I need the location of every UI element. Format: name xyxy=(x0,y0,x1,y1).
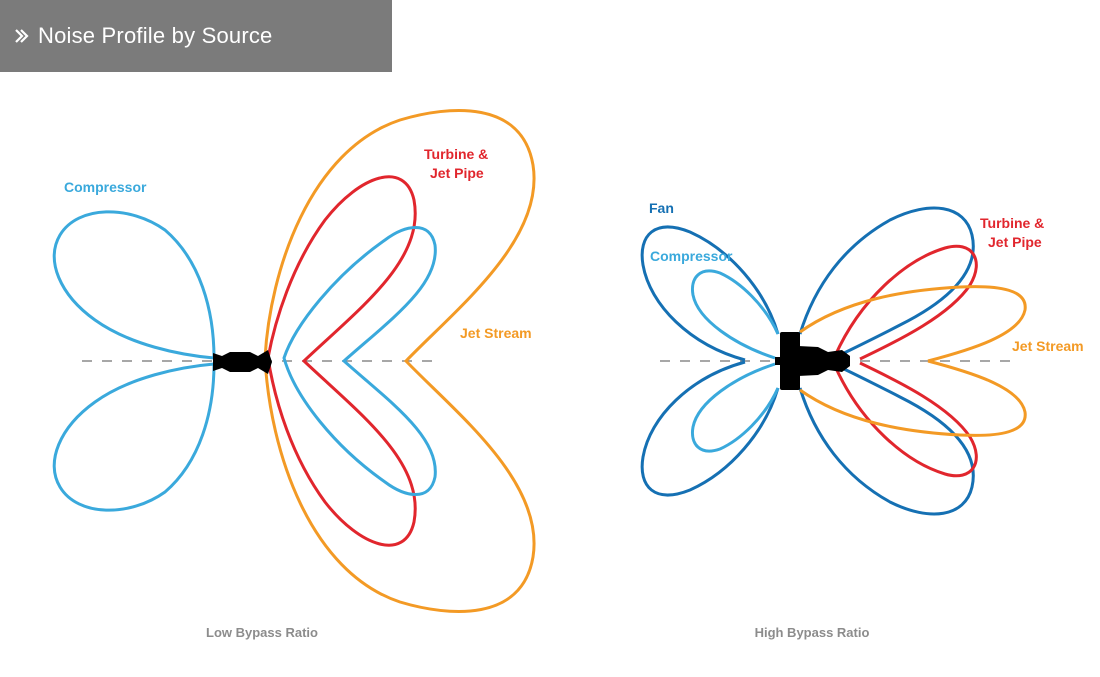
low-turbine-label-line2: Jet Pipe xyxy=(430,165,484,181)
high-turbine-label-line2: Jet Pipe xyxy=(988,234,1042,250)
high-fan-rear-lobe-upper xyxy=(798,206,975,358)
title-bar: Noise Profile by Source xyxy=(0,0,392,72)
high-fan-rear-lobe-lower xyxy=(798,364,975,516)
high-bypass-caption: High Bypass Ratio xyxy=(755,625,870,640)
high-jet-stream-lobe-lower xyxy=(799,359,1027,437)
low-bypass-diagram: Compressor Turbine & Jet Pipe Jet Stream… xyxy=(52,108,536,640)
low-compressor-rear-lobe xyxy=(282,226,437,496)
high-bypass-diagram: Fan Compressor Turbine & Jet Pipe Jet St… xyxy=(640,200,1084,640)
low-bypass-engine-icon xyxy=(213,350,272,374)
high-fan-label: Fan xyxy=(649,200,674,216)
page-title: Noise Profile by Source xyxy=(38,23,273,48)
high-jet-stream-label: Jet Stream xyxy=(1012,338,1084,354)
high-fan-front-lobe-upper xyxy=(640,225,780,362)
high-turbine-label-line1: Turbine & xyxy=(980,215,1044,231)
high-compressor-front-lobe-upper xyxy=(690,269,780,360)
low-compressor-front-lobe-lower xyxy=(52,362,216,512)
low-compressor-label: Compressor xyxy=(64,179,147,195)
high-turbine-lobe-lower xyxy=(833,361,978,478)
high-compressor-label: Compressor xyxy=(650,248,733,264)
high-compressor-front-lobe-lower xyxy=(690,362,780,453)
low-turbine-label-line1: Turbine & xyxy=(424,146,488,162)
double-chevron-right-icon xyxy=(14,28,30,44)
high-jet-stream-lobe-upper xyxy=(799,285,1027,363)
low-compressor-front-lobe-upper xyxy=(52,210,216,360)
high-bypass-engine-icon xyxy=(775,332,850,390)
low-jet-stream-label: Jet Stream xyxy=(460,325,532,341)
high-turbine-lobe-upper xyxy=(833,244,978,361)
low-bypass-caption: Low Bypass Ratio xyxy=(206,625,318,640)
high-fan-front-lobe-lower xyxy=(640,360,780,497)
